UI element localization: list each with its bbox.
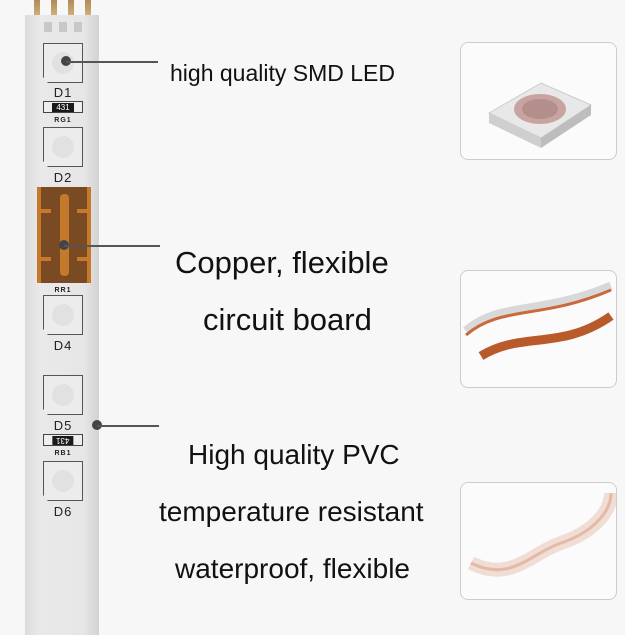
callout-line [97, 425, 159, 427]
solder-pad [44, 22, 52, 32]
led-chip [43, 43, 83, 83]
component-label: RG1 [54, 117, 72, 124]
solder-pad [59, 22, 67, 32]
component-label: D6 [53, 504, 73, 519]
wire [85, 0, 91, 18]
resistor-value: 431 [52, 435, 74, 445]
callout-pvc-line1: High quality PVC [188, 439, 400, 470]
wire [51, 0, 57, 18]
callout-led-text: high quality SMD LED [170, 60, 395, 86]
flexible-pcb-photo [460, 270, 617, 388]
component-label: D2 [53, 170, 73, 185]
component-label: RB1 [54, 450, 72, 457]
waterproof-strip-photo [460, 482, 617, 600]
led-chip [43, 295, 83, 335]
resistor-value: 431 [52, 102, 74, 112]
led-chip [43, 127, 83, 167]
led-strip-diagram: D1 431 RG1 D2 RR1 D4 D5 431 RB1 D6 [25, 15, 99, 635]
component-label: D1 [53, 85, 73, 100]
callout-pcb-line2: circuit board [203, 302, 372, 337]
smd-led-photo [460, 42, 617, 160]
wire [34, 0, 40, 18]
copper-circuit [37, 187, 91, 283]
resistor: 431 [43, 101, 83, 113]
component-label: RR1 [54, 287, 72, 294]
component-label: D5 [53, 418, 73, 433]
callout-pvc-line2: temperature resistant [159, 496, 424, 527]
led-chip [43, 375, 83, 415]
resistor: 431 [43, 434, 83, 446]
solder-pad [74, 22, 82, 32]
callout-line [64, 245, 160, 247]
led-chip [43, 461, 83, 501]
component-label: D4 [53, 338, 73, 353]
callout-line [66, 61, 158, 63]
callout-pvc-line3: waterproof, flexible [175, 553, 411, 584]
callout-pcb-line1: Copper, flexible [175, 245, 389, 280]
wire [68, 0, 74, 18]
